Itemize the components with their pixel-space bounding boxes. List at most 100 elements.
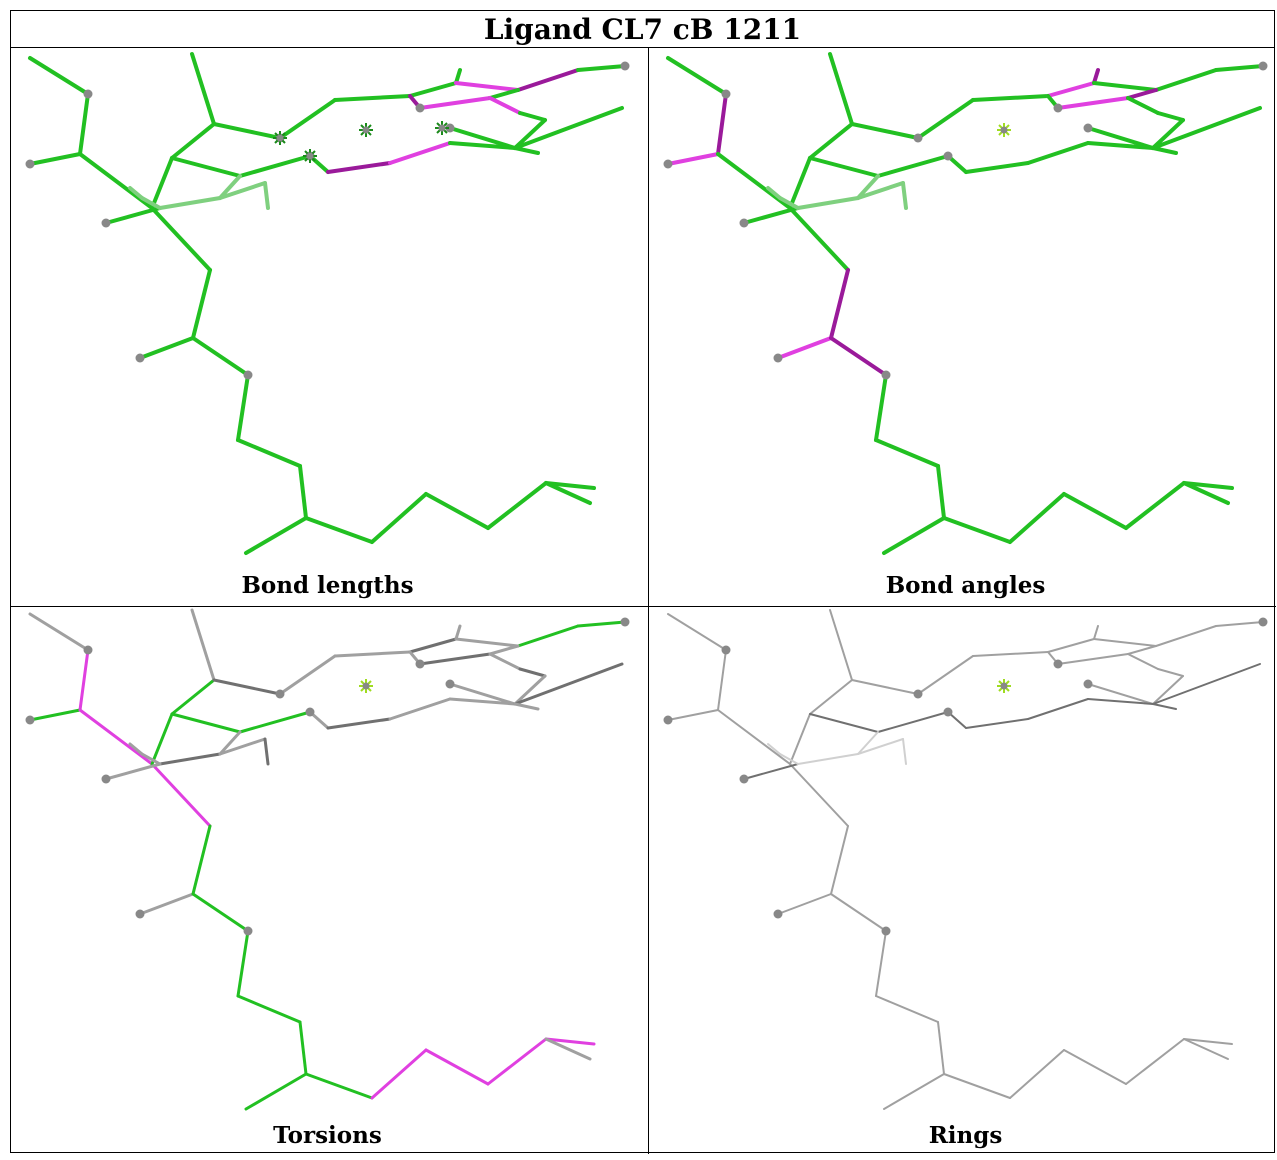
atom-marker — [620, 617, 630, 627]
atom-marker — [739, 774, 749, 784]
bond-line — [104, 762, 162, 781]
bond-line — [128, 186, 144, 200]
bond-line — [1008, 492, 1066, 544]
bond-line — [1062, 492, 1128, 530]
panel-caption: Rings — [928, 1122, 1003, 1149]
bond-line — [1183, 1038, 1233, 1045]
bond-line — [263, 737, 270, 766]
bond-line — [244, 516, 308, 555]
bond-line — [875, 995, 939, 1023]
bond-line — [388, 141, 452, 165]
bond-line — [78, 648, 90, 712]
bond-line — [937, 1021, 945, 1075]
bond-line — [1093, 625, 1099, 640]
bond-line — [544, 481, 596, 490]
atom-marker — [881, 370, 891, 380]
bond-line — [236, 929, 250, 998]
bond-line — [902, 738, 907, 765]
atom-marker — [135, 909, 145, 919]
atom-marker — [243, 926, 253, 936]
atom-marker — [773, 909, 783, 919]
bond-line — [190, 608, 216, 682]
ring-center-marker — [303, 149, 317, 163]
bond-line — [191, 336, 250, 377]
bond-line — [150, 206, 212, 272]
bond-line — [788, 156, 812, 210]
ring-center-marker — [997, 679, 1011, 693]
atom-marker — [445, 123, 455, 133]
atom-marker — [135, 353, 145, 363]
bond-line — [513, 106, 624, 150]
bond-line — [965, 718, 1029, 729]
atom-marker — [1083, 123, 1093, 133]
atom-marker — [243, 370, 253, 380]
bond-line — [218, 737, 267, 756]
bond-line — [1151, 118, 1185, 150]
bond-line — [1215, 621, 1264, 627]
bond-line — [742, 206, 800, 225]
bond-line — [244, 1072, 308, 1111]
bond-line — [797, 753, 859, 765]
bond-line — [170, 122, 216, 160]
bond-line — [1127, 653, 1159, 670]
atom-marker — [1053, 659, 1063, 669]
bond-line — [1214, 64, 1265, 72]
bond-line — [236, 373, 250, 442]
atom-marker — [101, 774, 111, 784]
bond-line — [717, 709, 791, 765]
bond-line — [882, 516, 946, 555]
ring-center-marker — [359, 123, 373, 137]
atom-marker — [1258, 617, 1268, 627]
bond-line — [876, 154, 950, 178]
atom-marker — [739, 218, 749, 228]
bond-line — [857, 731, 879, 755]
bond-line — [829, 268, 850, 340]
bond-line — [454, 68, 462, 85]
bond-line — [304, 516, 374, 544]
bond-line — [883, 1073, 945, 1110]
bond-line — [454, 81, 520, 92]
atom-marker — [663, 715, 673, 725]
panel-bond-lengths: Bond lengths — [10, 48, 645, 604]
bond-line — [856, 181, 905, 200]
bond-line — [1009, 1049, 1065, 1099]
bond-line — [370, 492, 428, 544]
atom-marker — [721, 645, 731, 655]
bond-line — [424, 492, 490, 530]
bond-line — [138, 892, 195, 916]
bond-line — [191, 268, 212, 340]
bond-line — [544, 1037, 592, 1061]
bond-line — [874, 373, 888, 442]
bond-line — [238, 710, 312, 734]
ring-center-marker — [273, 131, 287, 145]
bond-line — [917, 655, 974, 695]
panel-caption: Bond angles — [885, 572, 1046, 599]
figure-table: Ligand CL7 cB 1211 — [10, 10, 1276, 1154]
bond-line — [942, 516, 1012, 544]
bond-line — [1063, 1049, 1127, 1085]
bond-line — [488, 652, 522, 671]
bond-line — [576, 64, 627, 72]
bond-line — [778, 196, 800, 210]
bond-line — [1182, 481, 1234, 490]
panel-rings: Rings — [648, 604, 1277, 1160]
atom-marker — [1083, 679, 1093, 689]
bond-line — [767, 743, 781, 755]
bond-line — [901, 181, 908, 210]
bond-line — [191, 824, 212, 896]
bond-line — [28, 56, 90, 96]
atom-marker — [663, 159, 673, 169]
bond-line — [78, 708, 154, 766]
bond-line — [936, 464, 946, 520]
ring-center-marker — [997, 123, 1011, 137]
bond-line — [1182, 481, 1230, 505]
bond-line — [298, 464, 308, 520]
bond-line — [1092, 81, 1158, 92]
bond-line — [1151, 146, 1178, 155]
bond-line — [1127, 645, 1157, 655]
atom-marker — [275, 689, 285, 699]
bond-line — [1086, 141, 1155, 150]
bond-line — [488, 644, 520, 656]
bond-line — [488, 88, 520, 100]
bond-line — [388, 697, 452, 721]
